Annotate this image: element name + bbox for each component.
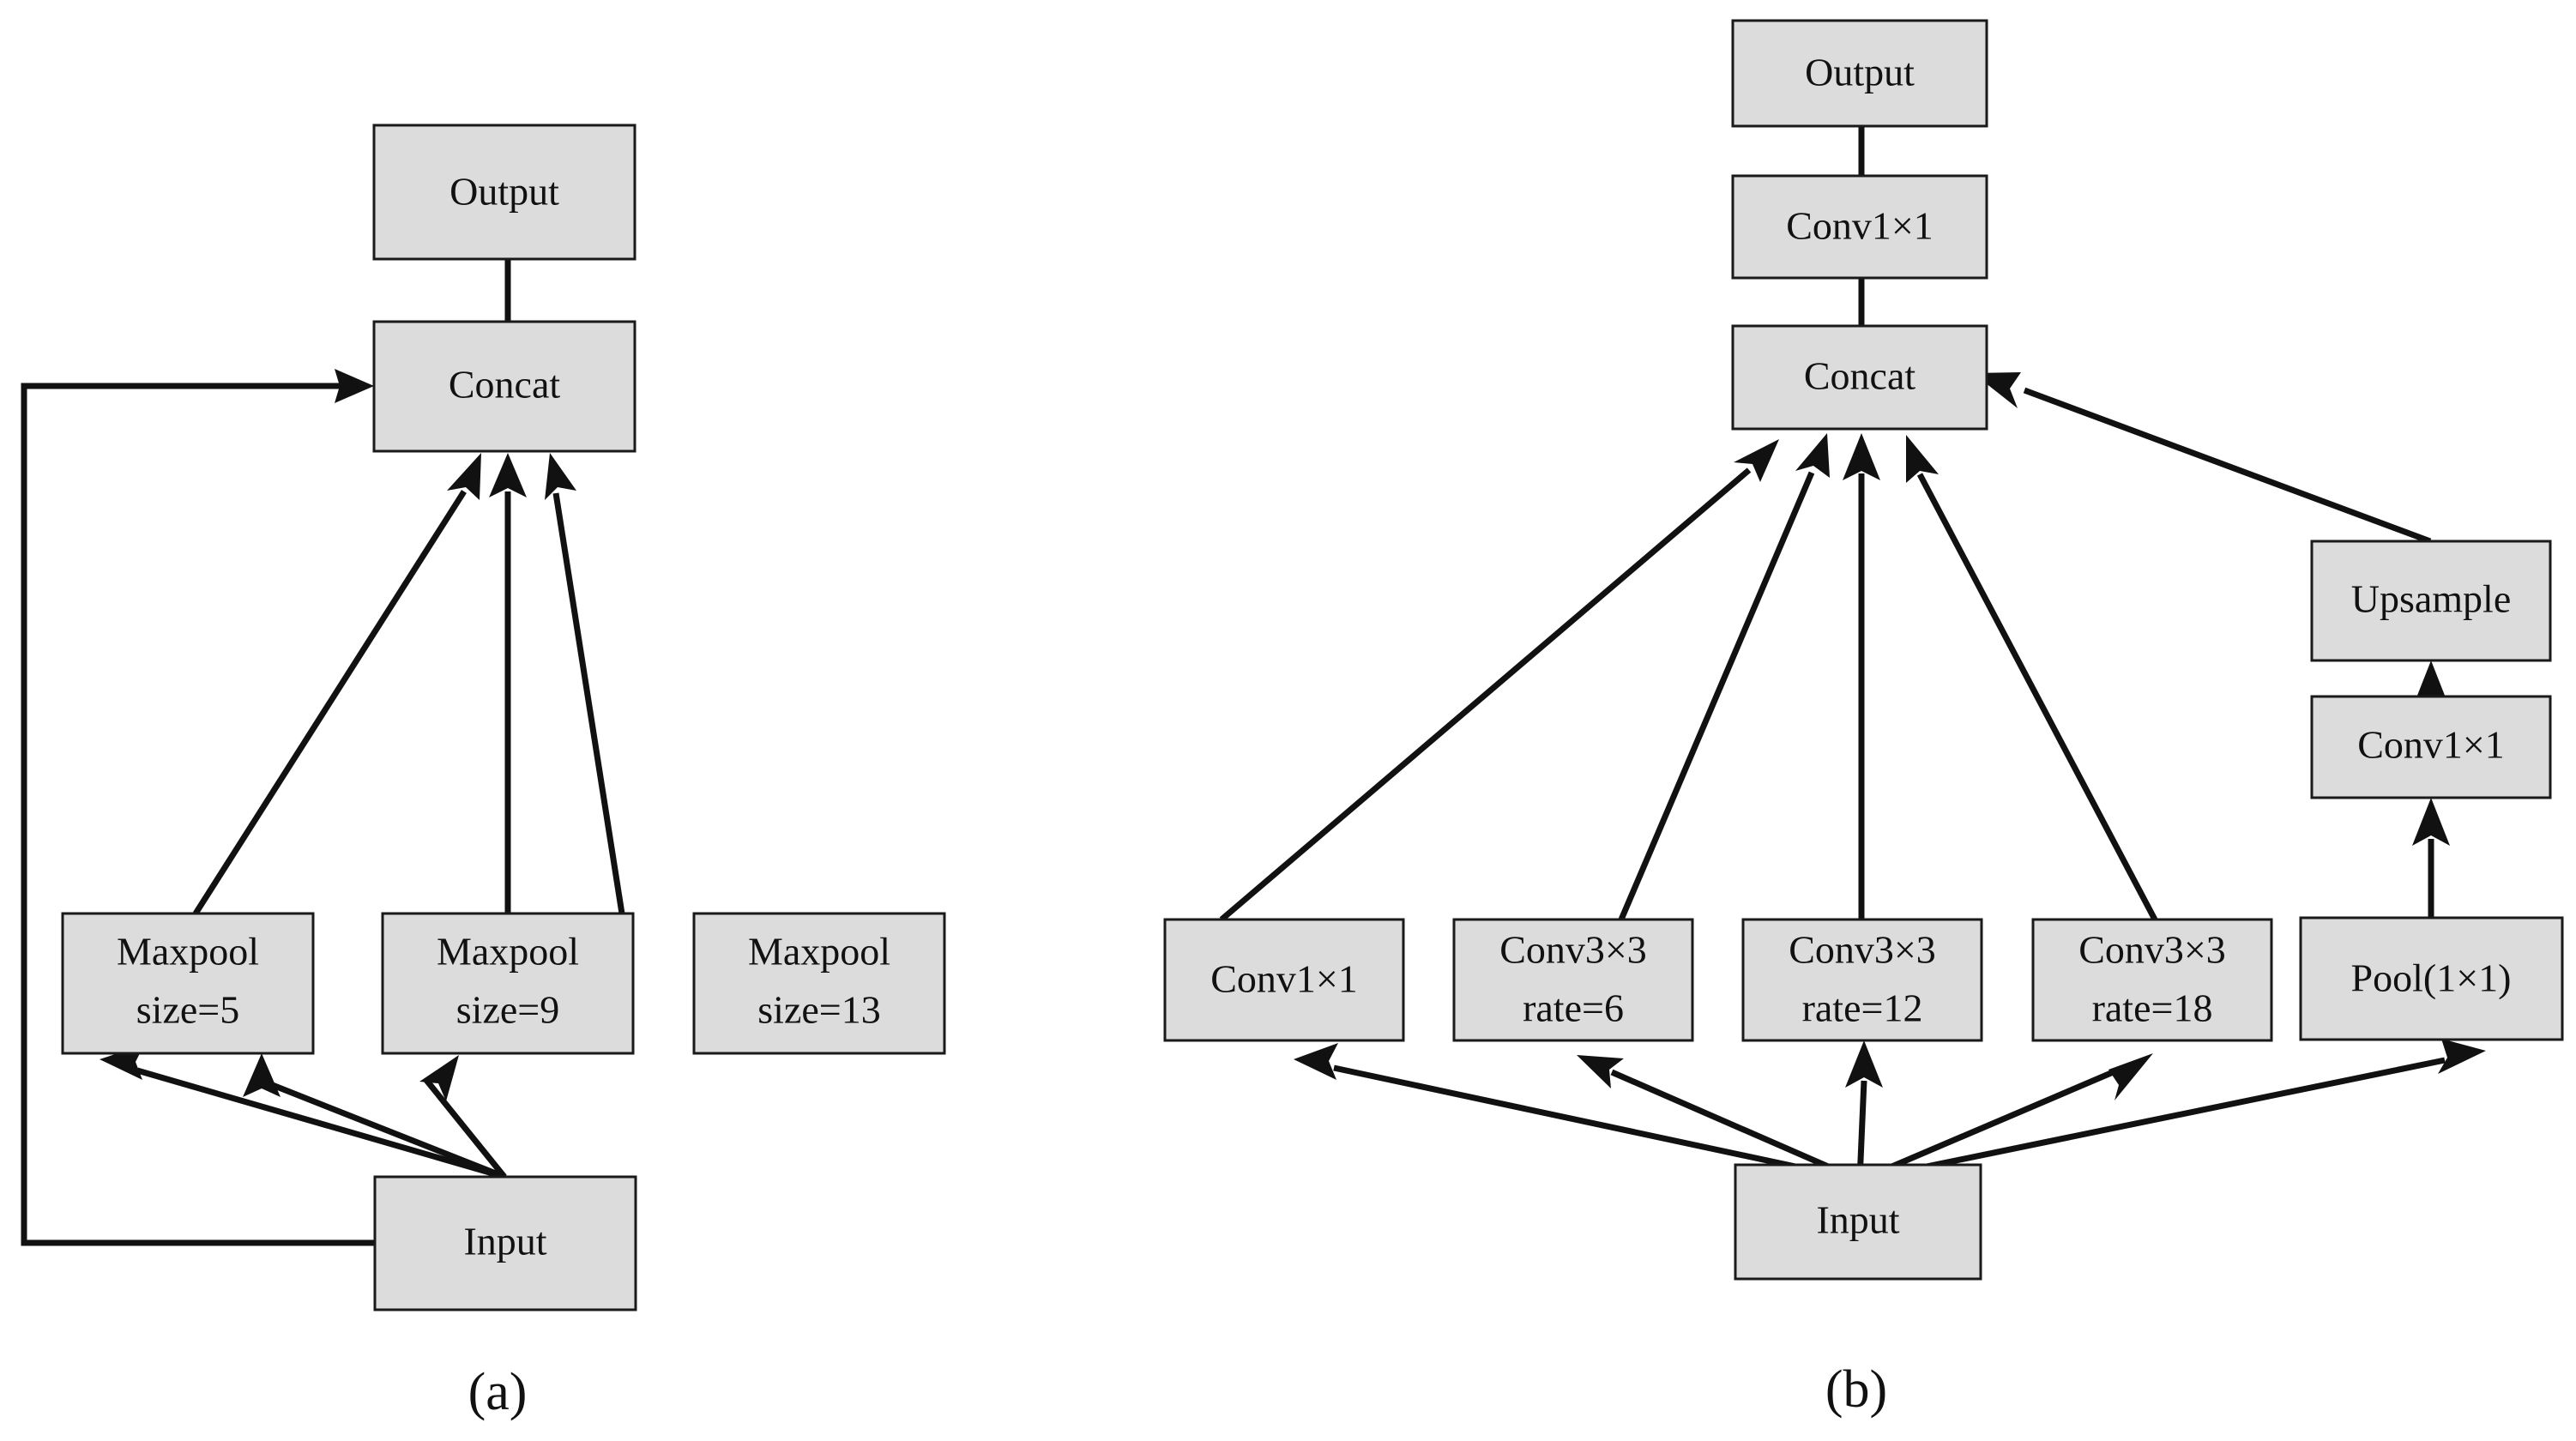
- node-b-conv1x1[interactable]: Conv1×1: [1163, 918, 1405, 1042]
- edge-b-conv3x3-r12-to-concat: [1843, 433, 1880, 919]
- node-a-maxpool-9-label-line2: size=9: [456, 988, 559, 1032]
- node-b-conv1x1-right[interactable]: Conv1×1: [2310, 695, 2552, 799]
- panel-b-caption: (b): [1825, 1360, 1887, 1419]
- edge-a-maxpool5-to-concat: [193, 453, 481, 915]
- edge-a-input-to-maxpool9: [243, 1053, 506, 1180]
- edge-b-conv3x3-r18-to-concat: [1906, 435, 2158, 921]
- node-b-conv3x3-r12[interactable]: Conv3×3 rate=12: [1741, 918, 1983, 1042]
- node-b-conv3x3-r6[interactable]: Conv3×3 rate=6: [1452, 918, 1694, 1042]
- edge-b-input-to-conv3x3-r6: [1577, 1055, 1861, 1184]
- edge-b-conv1x1-to-concat: [1219, 439, 1779, 922]
- node-a-output[interactable]: Output: [372, 124, 636, 261]
- node-b-conv3x3-r18-label-line1: Conv3×3: [2078, 928, 2226, 972]
- edge-a-maxpool13-to-concat: [545, 453, 625, 914]
- edge-a-input-to-concat: [21, 369, 375, 1246]
- node-a-maxpool-5-label-line2: size=5: [136, 988, 239, 1032]
- node-a-maxpool-13[interactable]: Maxpool size=13: [692, 912, 946, 1055]
- edge-b-pool1x1-to-conv1x1-right: [2412, 798, 2450, 918]
- node-b-concat-label: Concat: [1804, 354, 1916, 398]
- edge-b-input-to-conv3x3-r12: [1845, 1040, 1883, 1181]
- node-b-concat[interactable]: Concat: [1731, 324, 1988, 431]
- node-b-conv3x3-r6-label-line2: rate=6: [1523, 986, 1624, 1030]
- node-a-output-label: Output: [449, 170, 559, 214]
- node-b-upsample[interactable]: Upsample: [2310, 540, 2552, 662]
- node-b-conv1x1-label: Conv1×1: [1210, 957, 1358, 1001]
- panel-a-caption: (a): [468, 1363, 528, 1421]
- node-a-maxpool-9[interactable]: Maxpool size=9: [381, 912, 635, 1055]
- edge-b-input-to-conv3x3-r18: [1858, 1053, 2153, 1184]
- node-b-input-label: Input: [1816, 1198, 1899, 1242]
- node-a-maxpool-5[interactable]: Maxpool size=5: [61, 912, 315, 1055]
- node-b-pool1x1-label: Pool(1×1): [2351, 956, 2512, 1000]
- node-b-conv1x1-right-label: Conv1×1: [2357, 723, 2505, 767]
- panel-b: Output Conv1×1 Concat Conv1×1 Conv3×3 ra…: [1163, 19, 2564, 1419]
- edge-b-input-to-conv1x1: [1294, 1043, 1861, 1184]
- node-b-pool1x1[interactable]: Pool(1×1): [2299, 916, 2564, 1041]
- node-b-output[interactable]: Output: [1731, 19, 1988, 128]
- node-b-conv3x3-r18[interactable]: Conv3×3 rate=18: [2031, 918, 2273, 1042]
- edge-a-input-to-maxpool13: [419, 1055, 507, 1179]
- edge-b-input-to-pool1x1: [1859, 1039, 2486, 1184]
- node-b-upsample-label: Upsample: [2351, 577, 2512, 621]
- node-b-conv3x3-r18-label-line2: rate=18: [2092, 986, 2213, 1030]
- node-a-concat-label: Concat: [449, 363, 561, 407]
- node-b-conv1x1-top[interactable]: Conv1×1: [1731, 174, 1988, 280]
- node-b-output-label: Output: [1805, 51, 1915, 94]
- edge-b-conv3x3-r6-to-concat: [1618, 433, 1830, 921]
- node-a-concat[interactable]: Concat: [372, 320, 636, 453]
- node-a-maxpool-13-label-line1: Maxpool: [748, 930, 890, 974]
- edge-a-maxpool9-to-concat: [489, 453, 527, 913]
- edge-a-input-to-maxpool5: [100, 1045, 505, 1180]
- node-b-conv1x1-top-label: Conv1×1: [1786, 204, 1934, 248]
- node-a-maxpool-13-label-line2: size=13: [757, 988, 880, 1032]
- node-b-conv3x3-r12-label-line1: Conv3×3: [1789, 928, 1936, 972]
- node-a-maxpool-5-label-line1: Maxpool: [117, 930, 259, 974]
- panel-a: Output Concat Maxpool size=5 Maxpool siz…: [21, 124, 946, 1421]
- node-a-input[interactable]: Input: [373, 1175, 637, 1311]
- node-b-input[interactable]: Input: [1734, 1163, 1982, 1281]
- edge-b-upsample-to-concat: [1973, 372, 2432, 545]
- node-b-conv3x3-r6-label-line1: Conv3×3: [1499, 928, 1647, 972]
- node-a-input-label: Input: [463, 1220, 546, 1263]
- node-b-conv3x3-r12-label-line2: rate=12: [1802, 986, 1923, 1030]
- node-a-maxpool-9-label-line1: Maxpool: [437, 930, 579, 974]
